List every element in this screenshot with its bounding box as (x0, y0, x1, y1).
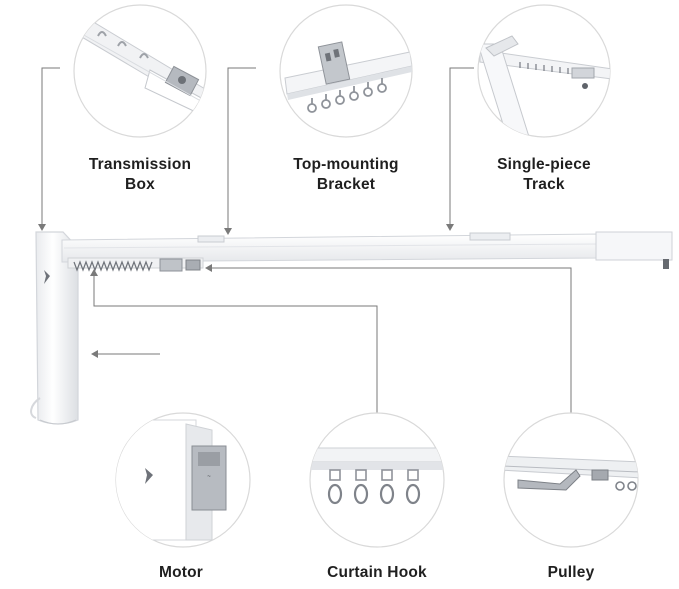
curtain-track-assembly (30, 231, 673, 425)
label-top-mounting-bracket-line2: Bracket (316, 176, 376, 193)
label-pulley: Pulley (547, 564, 595, 581)
label-motor: Motor (158, 564, 204, 581)
label-single-piece-track-line2: Track (523, 176, 565, 193)
transmission-box-detail (73, 4, 207, 138)
motor-detail: ~ (115, 412, 251, 548)
single-piece-track-detail (477, 4, 611, 138)
motor-unit (30, 231, 79, 425)
curtain-hook-detail (309, 412, 445, 548)
pulley-detail (503, 412, 639, 548)
label-top-mounting-bracket: Top-mounting Bracket (271, 155, 421, 195)
label-single-piece-track-line1: Single-piece (497, 156, 591, 173)
arrowheads (38, 224, 454, 358)
label-curtain-hook: Curtain Hook (327, 564, 427, 581)
motor-brand-mark: ~ (207, 474, 211, 480)
leader-lines (41, 67, 572, 414)
label-transmission-box: Transmission Box (70, 155, 210, 195)
top-mounting-bracket-detail (279, 4, 413, 138)
motor-logo-icon (44, 270, 50, 284)
label-transmission-box-line1: Transmission (88, 156, 192, 173)
label-transmission-box-line2: Box (125, 176, 155, 193)
label-single-piece-track: Single-piece Track (474, 155, 614, 195)
motor-logo-icon-large (145, 468, 153, 484)
label-top-mounting-bracket-line1: Top-mounting (293, 156, 399, 173)
